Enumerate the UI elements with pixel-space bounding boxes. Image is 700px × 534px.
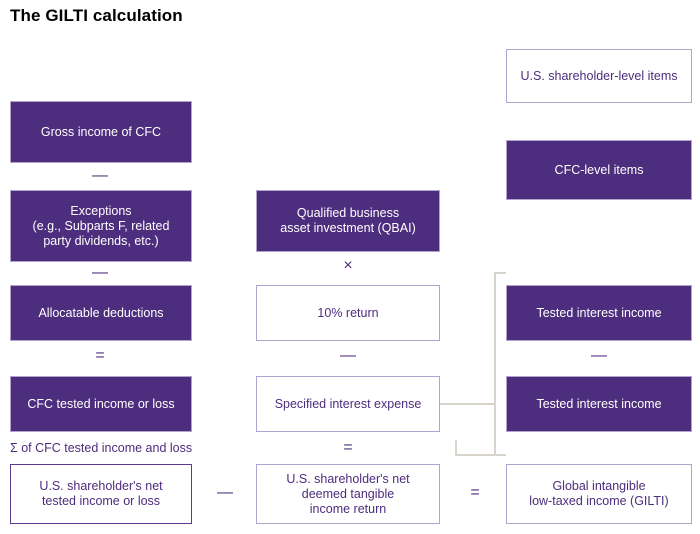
box-global-intangible-low-taxed-income: Global intangible low-taxed income (GILT… — [506, 464, 692, 524]
legend-shareholder-level-items-label: U.S. shareholder-level items — [520, 68, 678, 83]
bracket-bottom-elbow — [455, 440, 495, 456]
bracket-tested-interest-group — [494, 272, 506, 456]
box-qbai: Qualified business asset investment (QBA… — [256, 190, 440, 252]
legend-cfc-level-items: CFC-level items — [506, 140, 692, 200]
operator-left-minus-2: — — [92, 264, 108, 281]
page-title: The GILTI calculation — [10, 6, 183, 25]
operator-middle-equals: = — [343, 439, 353, 456]
operator-middle-times: × — [343, 257, 353, 274]
box-global-intangible-low-taxed-income-label: Global intangible low-taxed income (GILT… — [529, 479, 669, 508]
box-specified-interest-expense: Specified interest expense — [256, 376, 440, 432]
box-allocatable-deductions-label: Allocatable deductions — [38, 305, 164, 320]
box-tested-interest-income-2: Tested interest income — [506, 376, 692, 432]
box-cfc-tested-income-or-loss: CFC tested income or loss — [10, 376, 192, 432]
box-cfc-tested-income-or-loss-label: CFC tested income or loss — [27, 396, 175, 411]
caption-sum-of-cfc-tested-income-and-loss: Σ of CFC tested income and loss — [10, 441, 193, 455]
operator-left-equals: = — [95, 347, 105, 364]
operator-middle-minus: — — [340, 347, 356, 364]
box-ten-percent-return: 10% return — [256, 285, 440, 341]
box-us-shareholder-net-deemed-tangible-income-return-label: U.S. shareholder's net deemed tangible i… — [286, 471, 410, 516]
box-gross-income-of-cfc: Gross income of CFC — [10, 101, 192, 163]
operator-right-minus: — — [591, 347, 607, 364]
legend-cfc-level-items-label: CFC-level items — [554, 162, 644, 177]
box-us-shareholder-net-tested-income-or-loss-label: U.S. shareholder's net tested income or … — [39, 479, 163, 508]
box-specified-interest-expense-label: Specified interest expense — [274, 396, 422, 411]
legend-shareholder-level-items: U.S. shareholder-level items — [506, 49, 692, 103]
box-tested-interest-income-2-label: Tested interest income — [536, 396, 662, 411]
operator-left-minus-1: — — [92, 167, 108, 184]
connector-specified-interest-to-bracket — [440, 403, 496, 405]
operator-bottom-equals: = — [470, 484, 480, 501]
box-qbai-label: Qualified business asset investment (QBA… — [280, 206, 416, 235]
box-tested-interest-income-1-label: Tested interest income — [536, 305, 662, 320]
box-ten-percent-return-label: 10% return — [317, 305, 379, 320]
box-us-shareholder-net-tested-income-or-loss: U.S. shareholder's net tested income or … — [10, 464, 192, 524]
box-gross-income-of-cfc-label: Gross income of CFC — [40, 124, 162, 139]
box-allocatable-deductions: Allocatable deductions — [10, 285, 192, 341]
box-exceptions: Exceptions (e.g., Subparts F, related pa… — [10, 190, 192, 262]
box-us-shareholder-net-deemed-tangible-income-return: U.S. shareholder's net deemed tangible i… — [256, 464, 440, 524]
box-tested-interest-income-1: Tested interest income — [506, 285, 692, 341]
box-exceptions-label: Exceptions (e.g., Subparts F, related pa… — [32, 203, 170, 248]
operator-bottom-minus: — — [217, 484, 233, 501]
